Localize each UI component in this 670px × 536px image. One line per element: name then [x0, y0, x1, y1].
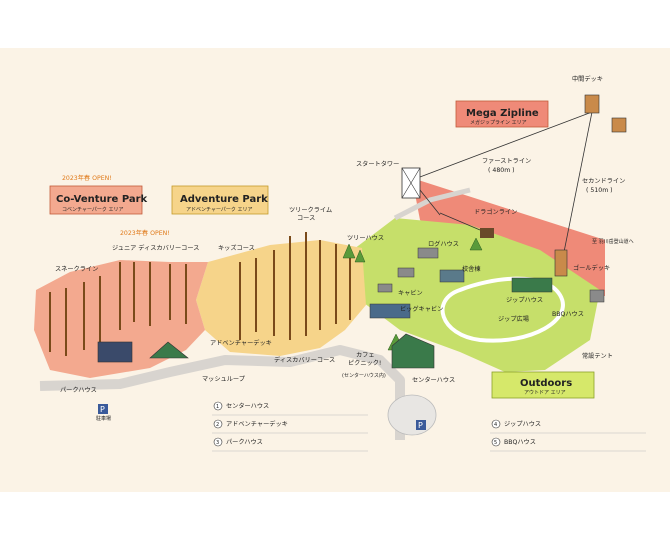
first-line-cable	[411, 111, 593, 181]
goal-deck-icon	[554, 249, 568, 277]
label-second-line: セカンドライン	[582, 178, 625, 185]
label-goal-deck: ゴールデッキ	[573, 264, 610, 272]
outdoors-buildings	[369, 247, 605, 319]
park-house-icon	[97, 341, 133, 363]
zipline-title: Mega Zipline	[466, 108, 539, 119]
adventure-structures	[239, 232, 351, 340]
legend-number-badge	[213, 437, 223, 447]
legend-right: 4 ジップハウス 5 BBQハウス	[490, 419, 646, 452]
start-tower-icon	[401, 167, 421, 199]
zipline-badge: Mega Zipline メガジップライン エリア	[455, 100, 549, 128]
legend-label: ジップハウス	[504, 420, 541, 428]
mash-loop-icon	[149, 341, 189, 359]
middle-deck-icon	[584, 94, 627, 133]
legend-label: パークハウス	[226, 438, 263, 446]
label-center-house: センターハウス	[412, 376, 455, 384]
legend-number-badge	[213, 401, 223, 411]
legend-label: BBQハウス	[504, 438, 536, 446]
label-middle-deck: 中間デッキ	[572, 75, 603, 83]
place-labels: スネークライン ジュニア ディスカバリーコース キッズコース ツリークライムコー…	[55, 75, 634, 422]
adventure-area	[196, 240, 366, 356]
adventure-subtitle: アドベンチャーパーク エリア	[186, 207, 253, 213]
label-first-line-len: ( 480m )	[488, 167, 515, 174]
dragon-line-house	[480, 228, 494, 238]
adventure-title: Adventure Park	[180, 194, 268, 205]
label-tree-climb: ツリークライムコース	[289, 207, 332, 222]
legend-label: センターハウス	[226, 402, 269, 410]
svg-text:P: P	[100, 405, 105, 414]
label-first-line: ファーストライン	[482, 158, 531, 165]
coventure-structures	[49, 262, 187, 356]
coventure-badge: Co-Venture Park コベンチャーパーク エリア	[49, 185, 148, 215]
second-line-cable	[559, 111, 593, 273]
label-adventure-deck: アドベンチャーデッキ	[210, 339, 272, 347]
label-zip-plaza: ジップ広場	[498, 315, 529, 323]
svg-text:P: P	[418, 421, 423, 430]
zipline-subtitle: メガジップライン エリア	[470, 119, 527, 126]
label-second-line-len: ( 510m )	[586, 187, 613, 194]
cafe-line2: ピクニック!	[348, 360, 381, 367]
label-dragon-line: ドラゴンライン	[474, 208, 517, 216]
legend-number-badge	[491, 419, 501, 429]
coventure-title: Co-Venture Park	[56, 194, 148, 205]
coventure-open-badge: 2023年春 OPEN!	[62, 174, 112, 182]
label-cafe: カフェピクニック!	[348, 352, 381, 367]
legend-number: 2	[216, 422, 219, 428]
label-cafe-sub: (センターハウス内)	[342, 372, 386, 379]
label-cabin: キャビン	[398, 289, 423, 297]
label-road: 至 羽川岳登山道へ	[592, 238, 634, 245]
label-discovery-course: ディスカバリーコース	[274, 356, 335, 364]
legend-number: 4	[494, 422, 497, 428]
legend-left: 1 センターハウス 2 アドベンチャーデッキ 3 パークハウス	[212, 401, 368, 452]
legend-label: アドベンチャーデッキ	[226, 420, 288, 428]
label-big-cabin: ビッグキャビン	[400, 305, 443, 313]
dragon-line-cable	[439, 212, 481, 231]
tree-climb-line2: コース	[297, 215, 315, 222]
parking-sign-left: P	[98, 404, 108, 414]
adventure-badge: Adventure Park アドベンチャーパーク エリア	[171, 185, 269, 215]
label-log-house: ログハウス	[428, 240, 459, 248]
label-junior-course: ジュニア ディスカバリーコース	[112, 244, 199, 252]
legend-number: 1	[216, 404, 219, 410]
label-park-house: パークハウス	[60, 386, 97, 394]
label-tent: 常設テント	[582, 352, 613, 360]
legend-number-badge	[213, 419, 223, 429]
adventure-open-badge: 2023年春 OPEN!	[120, 229, 170, 237]
legend-number: 3	[216, 440, 219, 446]
legend-number: 5	[494, 440, 497, 446]
label-bbq-house: BBQハウス	[552, 310, 584, 318]
label-parking: 駐車場	[96, 415, 111, 422]
center-house-icon	[391, 333, 435, 369]
label-tree-house: ツリーハウス	[347, 234, 384, 242]
tree-climb-line1: ツリークライム	[289, 207, 332, 214]
legend-number-badge	[491, 437, 501, 447]
label-school: 校舎棟	[462, 265, 481, 273]
cafe-line1: カフェ	[356, 352, 375, 359]
parking-sign-center: P	[416, 420, 426, 430]
label-zip-house: ジップハウス	[506, 296, 543, 304]
coventure-subtitle: コベンチャーパーク エリア	[62, 207, 124, 213]
label-snake-line: スネークライン	[55, 266, 98, 273]
outdoors-title: Outdoors	[520, 378, 572, 389]
label-mash-loop: マッシュループ	[202, 376, 246, 383]
main-path	[39, 345, 405, 440]
outdoors-subtitle: アウトドア エリア	[524, 389, 566, 396]
north-road	[393, 187, 471, 221]
outdoors-badge: Outdoors アウトドア エリア	[491, 371, 595, 399]
label-kids-course: キッズコース	[218, 244, 255, 252]
label-start-tower: スタートタワー	[356, 160, 399, 168]
pond	[387, 394, 437, 436]
